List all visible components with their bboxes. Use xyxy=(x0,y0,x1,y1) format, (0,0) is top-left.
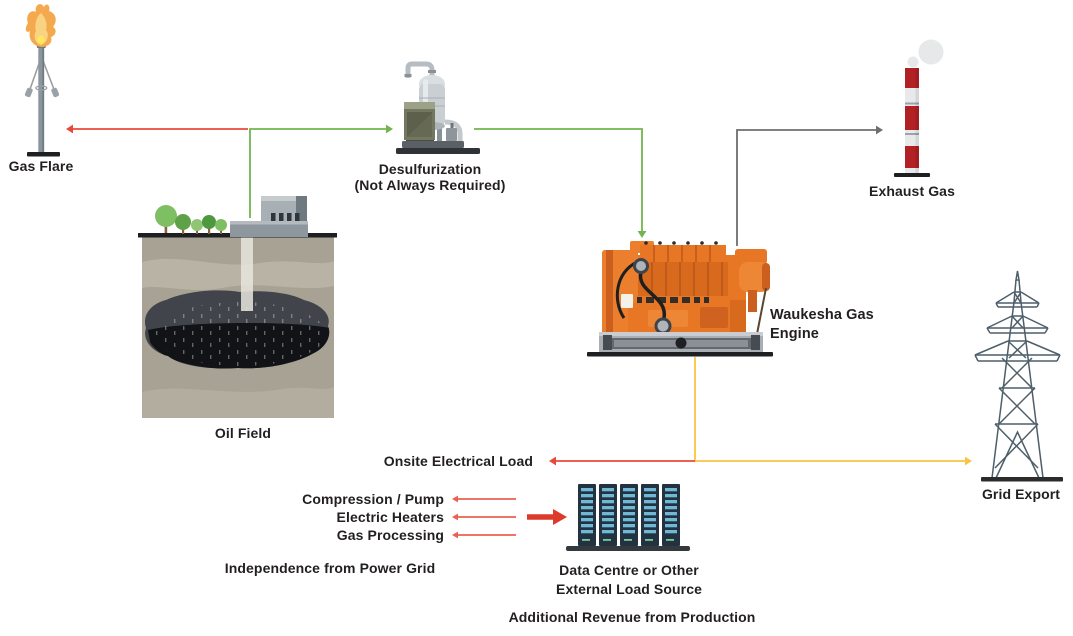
arrow-electric-heaters xyxy=(452,513,516,521)
engine-skid xyxy=(599,332,763,352)
flow-oilfield-to-desulfurization xyxy=(249,124,393,218)
desulfurization-label: Desulfurization (Not Always Required) xyxy=(354,161,506,193)
arrow-to-data-center xyxy=(527,509,567,525)
flow-to-onsite-load xyxy=(549,456,695,466)
gas-processing-label: Gas Processing xyxy=(336,527,444,543)
oil-reservoir xyxy=(144,290,330,369)
grid-export-label: Grid Export xyxy=(981,486,1061,502)
desulfurization-unit-icon xyxy=(396,61,480,154)
flow-engine-to-grid-export xyxy=(694,357,972,466)
independence-caption: Independence from Power Grid xyxy=(224,560,436,576)
flow-desulfurization-to-engine xyxy=(474,128,647,238)
engine-cylinders xyxy=(640,241,726,263)
gas-flare-label: Gas Flare xyxy=(8,158,74,174)
rack-slats xyxy=(581,488,677,534)
smoke-icon xyxy=(907,56,919,68)
additional-revenue-caption: Additional Revenue from Production xyxy=(508,609,756,625)
compression-pump-label: Compression / Pump xyxy=(302,491,444,507)
well-pipe xyxy=(241,237,253,311)
gas-engine-label: Waukesha Gas Engine xyxy=(770,307,874,342)
arrow-gas-processing xyxy=(452,531,516,539)
exhaust-stack-icon xyxy=(894,39,944,177)
gas-flare-icon xyxy=(24,4,60,157)
flame-icon xyxy=(25,4,56,47)
exhaust-gas-label: Exhaust Gas xyxy=(869,183,955,199)
data-center-icon xyxy=(566,484,690,551)
trees-icon xyxy=(155,205,227,234)
electric-heaters-label: Electric Heaters xyxy=(336,509,444,525)
flow-to-gas-flare xyxy=(66,124,248,134)
arrow-compression-pump xyxy=(452,495,516,503)
flow-engine-to-exhaust xyxy=(736,125,883,246)
gas-engine-icon xyxy=(587,241,773,357)
transmission-tower-icon xyxy=(974,270,1063,482)
wellhead-building-icon xyxy=(230,196,308,237)
rack-status-lights xyxy=(582,539,674,541)
data-center-label: Data Centre or Other External Load Sourc… xyxy=(556,562,702,597)
onsite-electrical-load-label: Onsite Electrical Load xyxy=(383,453,533,469)
oil-field-label: Oil Field xyxy=(214,425,272,441)
oil-field-illustration xyxy=(138,196,337,418)
